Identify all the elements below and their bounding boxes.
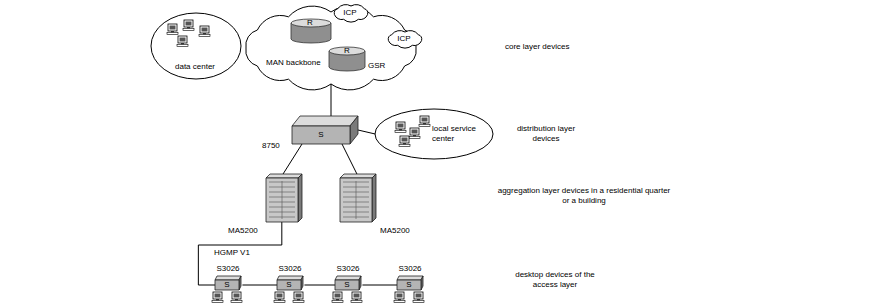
pc-icon [395,122,406,133]
node-label: 8750 [262,141,280,151]
node-label: data center [150,62,240,72]
node-label: S [335,280,359,290]
network-link [242,285,277,286]
node-outline [236,2,426,94]
node-label: R [290,18,330,28]
site-ellipse: data center [150,12,242,80]
cabinet-icon: MA5200 [228,172,306,242]
network-link [198,222,281,285]
switch-icon: S 8750 [262,114,362,154]
node-label: S [277,280,301,290]
node-label: S3026 [208,264,248,274]
node-label: local service center [432,124,488,144]
pc-icon [274,292,285,303]
layer-label: aggregation layer devices in a residenti… [495,186,673,206]
pc-icon [332,292,343,303]
node-label: MA5200 [228,226,258,236]
cabinet-icon: MA5200 [336,172,422,242]
pc-icon [293,292,304,303]
pc-icon [351,292,362,303]
network-link [358,130,375,134]
icp-cloud: ICP [330,2,372,24]
router-icon: RGSR [328,46,388,72]
link-label: HGMP V1 [212,248,252,258]
pc-icon [177,36,188,47]
pc-icon [394,292,405,303]
network-link [342,144,357,174]
switch-icon: S3026S [390,264,432,292]
node-label: MAN backbone [266,58,321,68]
switch-icon: S3026S [328,264,370,292]
service-center-pcs [395,116,430,147]
icp-cloud: ICP [384,28,426,50]
data-center-pcs [167,20,210,47]
node-label: S3026 [270,264,310,274]
network-link [283,144,302,174]
network-link [331,84,332,116]
switch-icon: S3026S [208,264,250,292]
network-link [304,285,335,286]
pc-icon [231,292,242,303]
node-label: S3026 [390,264,430,274]
network-link [362,285,397,286]
layer-label: desktop devices of the access layer [505,270,605,290]
node-label: S3026 [328,264,368,274]
pc-icon [419,116,430,127]
node-label: MA5200 [380,226,410,236]
pc-icon [399,136,410,147]
desktop-pcs [212,292,424,303]
pc-icon [409,128,420,139]
node-label: S [292,130,350,140]
site-ellipse: local service center [374,108,494,160]
layer-label: core layer devices [505,42,569,52]
node-label: S [215,280,239,290]
node-label: ICP [384,34,424,44]
node-label: ICP [330,8,370,18]
pc-icon [212,292,223,303]
node-label: GSR [368,61,385,71]
pc-icon [183,20,194,31]
switch-icon: S3026S [270,264,312,292]
layer-label: distribution layer devices [505,124,587,144]
router-icon: R [290,18,332,44]
backbone-cloud: MAN backboneRRGSR [236,2,426,94]
node-label: R [328,46,366,56]
pc-icon [167,24,178,35]
pc-icon [413,292,424,303]
node-label: S [397,280,421,290]
pc-icon [199,26,210,37]
